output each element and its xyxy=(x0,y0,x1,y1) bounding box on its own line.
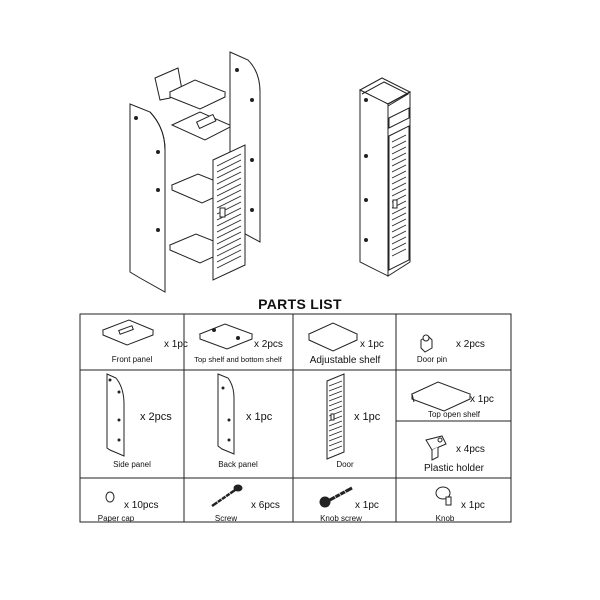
back-panel-icon xyxy=(217,373,235,455)
label-door: Door xyxy=(336,460,354,469)
label-adjustable-shelf: Adjustable shelf xyxy=(309,355,381,366)
paper-cap-icon xyxy=(105,491,115,503)
qty-top-open-shelf: x 1pc xyxy=(470,394,494,405)
qty-top-bottom-shelf: x 2pcs xyxy=(254,339,283,350)
qty-door-pin: x 2pcs xyxy=(456,339,485,350)
assembled-cabinet-icon xyxy=(358,77,412,277)
qty-side-panel: x 2pcs xyxy=(140,411,172,423)
table-grid xyxy=(79,313,512,523)
door-icon xyxy=(326,373,345,460)
qty-door: x 1pc xyxy=(354,411,381,423)
side-panel-icon xyxy=(106,373,125,457)
qty-adjustable-shelf: x 1pc xyxy=(360,339,384,350)
qty-plastic-holder: x 4pcs xyxy=(456,444,485,455)
qty-knob: x 1pc xyxy=(461,500,485,511)
label-back-panel: Back panel xyxy=(218,460,258,469)
parts-list-title: PARTS LIST xyxy=(258,296,342,312)
qty-screw: x 6pcs xyxy=(251,500,280,511)
label-top-bottom-shelf: Top shelf and bottom shelf xyxy=(194,355,282,364)
plastic-holder-icon xyxy=(425,435,447,461)
qty-front-panel: x 1pc xyxy=(164,339,188,350)
label-knob-screw: Knob screw xyxy=(320,514,362,523)
adjustable-shelf-icon xyxy=(307,322,359,352)
front-panel-icon xyxy=(101,319,155,346)
top-bottom-shelf-icon xyxy=(198,323,254,350)
assembly-illustration xyxy=(129,51,412,293)
exploded-view-icon xyxy=(129,51,261,293)
label-plastic-holder: Plastic holder xyxy=(423,463,485,474)
label-paper-cap: Paper cap xyxy=(97,514,135,523)
label-door-pin: Door pin xyxy=(416,355,448,364)
knob-screw-icon xyxy=(319,486,353,508)
qty-back-panel: x 1pc xyxy=(246,411,273,423)
door-pin-icon xyxy=(420,334,433,353)
label-side-panel: Side panel xyxy=(113,460,151,469)
qty-paper-cap: x 10pcs xyxy=(124,500,159,511)
label-front-panel: Front panel xyxy=(111,355,153,364)
top-open-shelf-icon xyxy=(410,381,472,412)
screw-icon xyxy=(211,484,243,508)
qty-knob-screw: x 1pc xyxy=(355,500,379,511)
label-screw: Screw xyxy=(214,514,238,523)
knob-icon xyxy=(435,486,452,506)
label-knob: Knob xyxy=(435,514,455,523)
label-top-open-shelf: Top open shelf xyxy=(427,410,481,419)
